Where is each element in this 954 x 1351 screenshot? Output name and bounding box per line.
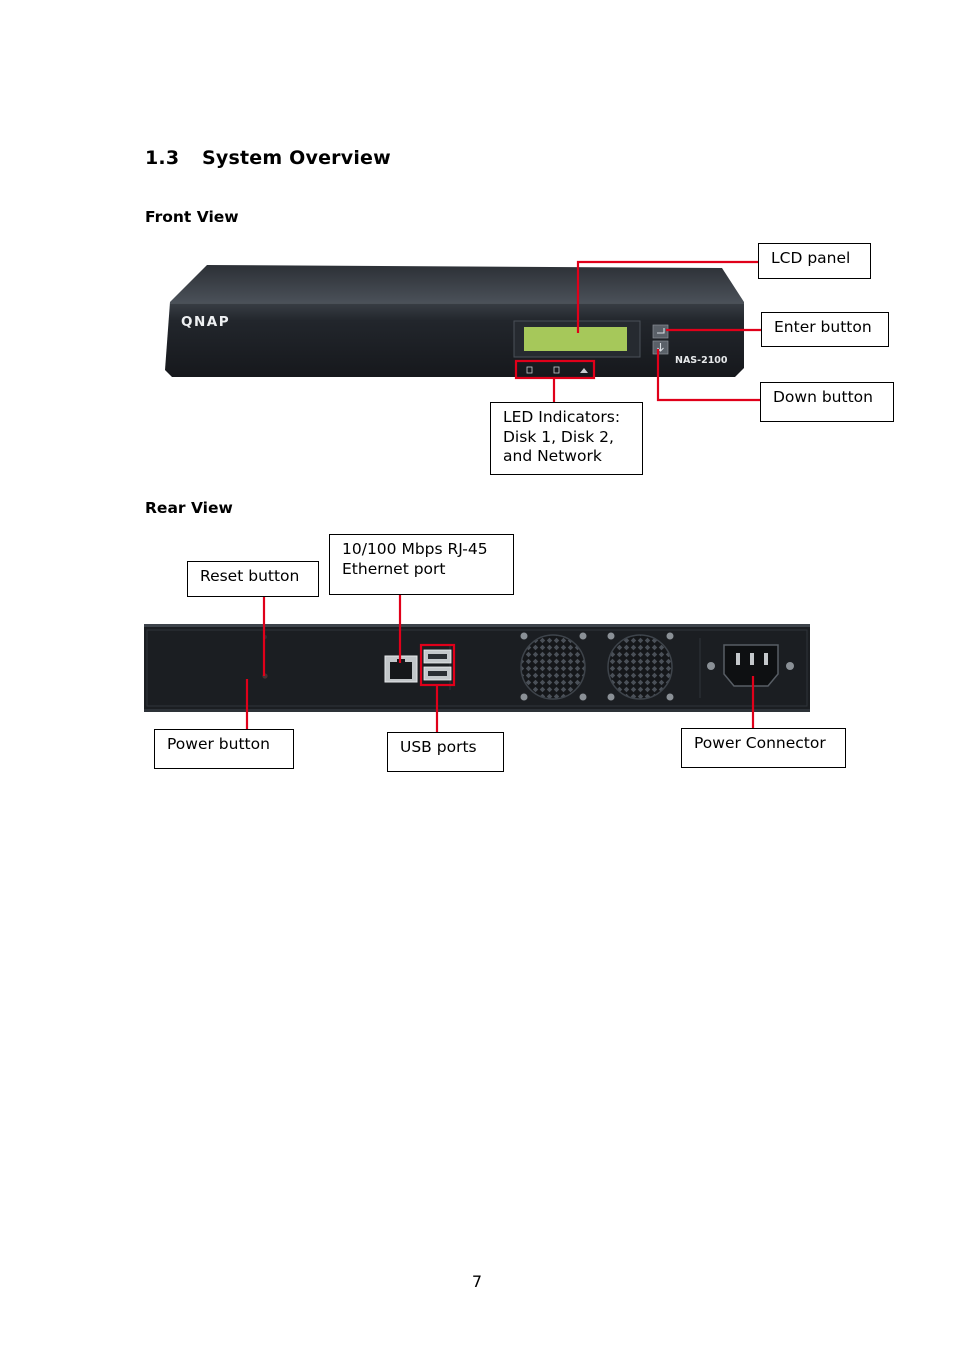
front-view-heading: Front View	[145, 208, 239, 226]
lcd-panel-callout: LCD panel	[758, 243, 871, 279]
down-button-callout: Down button	[760, 382, 894, 422]
ethernet-port-callout: 10/100 Mbps RJ-45 Ethernet port	[329, 534, 514, 595]
power-connector-icon	[707, 644, 794, 687]
led-indicator-icons	[526, 366, 588, 374]
reset-button-callout: Reset button	[187, 561, 319, 597]
lcd-screen	[524, 327, 627, 351]
led-indicators-callout: LED Indicators: Disk 1, Disk 2, and Netw…	[490, 402, 643, 475]
enter-key-icon	[652, 324, 669, 339]
section-number: 1.3	[145, 147, 180, 169]
enter-button-callout: Enter button	[761, 312, 889, 347]
page-number: 7	[471, 1272, 483, 1291]
section-title: System Overview	[202, 147, 391, 169]
fan-grill-right-icon	[607, 632, 674, 701]
rear-chassis	[144, 624, 810, 712]
qnap-logo: QNAP	[181, 314, 230, 330]
rear-callout-lines	[245, 595, 755, 733]
usb-ports-callout: USB ports	[387, 732, 504, 772]
section-heading: 1.3 System Overview	[145, 147, 391, 169]
power-button-callout: Power button	[154, 729, 294, 769]
usb-ports-icon	[423, 649, 452, 681]
fan-grill-left-icon	[520, 632, 587, 701]
front-callout-lines	[514, 260, 761, 402]
rear-view-heading: Rear View	[145, 499, 233, 517]
model-label: NAS-2100	[675, 355, 728, 366]
power-connector-callout: Power Connector	[681, 728, 846, 768]
